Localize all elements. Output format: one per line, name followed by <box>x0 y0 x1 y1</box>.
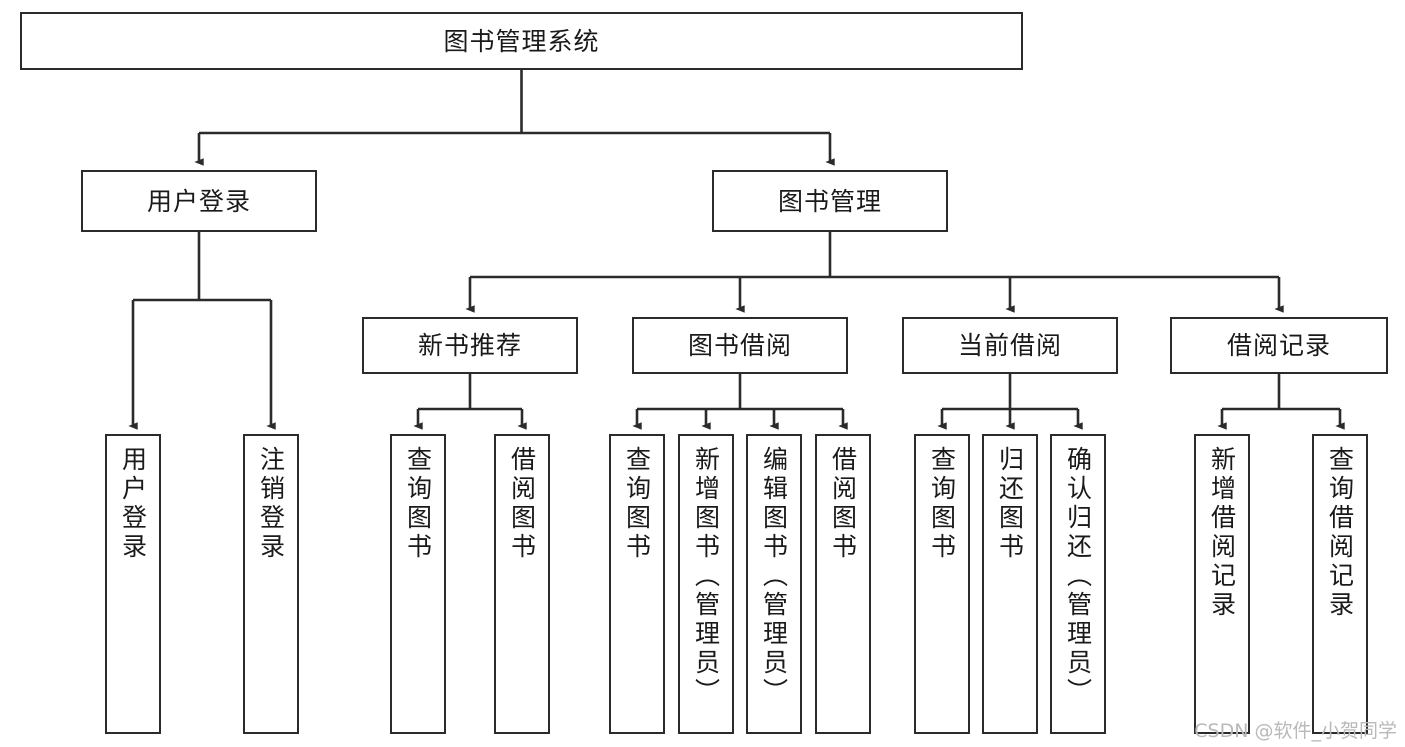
leaf-add-book-admin[interactable]: 新增图书（管理员） <box>678 434 734 734</box>
csdn-watermark: CSDN @软件_小贺同学 <box>1194 720 1397 742</box>
leaf-user-login[interactable]: 用户登录 <box>105 434 161 734</box>
node-label: 借阅记录 <box>1226 331 1331 360</box>
leaf-borrow-book-recommend[interactable]: 借阅图书 <box>494 434 550 734</box>
node-label: 借阅图书 <box>828 446 858 562</box>
node-label: 查询图书 <box>403 446 433 562</box>
leaf-logout[interactable]: 注销登录 <box>243 434 299 734</box>
leaf-query-borrow-record[interactable]: 查询借阅记录 <box>1312 434 1368 734</box>
node-label: 新书推荐 <box>417 331 522 360</box>
node-label: 查询图书 <box>927 446 957 562</box>
node-book-management[interactable]: 图书管理 <box>712 170 948 232</box>
node-book-borrow[interactable]: 图书借阅 <box>632 317 848 374</box>
node-label: 图书管理系统 <box>443 26 600 56</box>
node-label: 查询图书 <box>622 446 652 562</box>
node-label: 当前借阅 <box>957 331 1062 360</box>
leaf-confirm-return-admin[interactable]: 确认归还（管理员） <box>1050 434 1106 734</box>
node-root-book-management-system[interactable]: 图书管理系统 <box>20 12 1023 70</box>
leaf-edit-book-admin[interactable]: 编辑图书（管理员） <box>746 434 802 734</box>
node-label: 图书管理 <box>777 186 882 216</box>
node-label: 编辑图书（管理员） <box>759 446 789 707</box>
node-borrow-record[interactable]: 借阅记录 <box>1170 317 1388 374</box>
node-label: 用户登录 <box>118 446 148 562</box>
node-label: 注销登录 <box>256 446 286 562</box>
leaf-return-book[interactable]: 归还图书 <box>982 434 1038 734</box>
node-label: 借阅图书 <box>507 446 537 562</box>
leaf-borrow-book[interactable]: 借阅图书 <box>815 434 871 734</box>
node-new-book-recommend[interactable]: 新书推荐 <box>362 317 578 374</box>
node-current-borrow[interactable]: 当前借阅 <box>902 317 1118 374</box>
node-label: 新增借阅记录 <box>1207 446 1237 620</box>
node-label: 确认归还（管理员） <box>1063 446 1093 707</box>
node-label: 新增图书（管理员） <box>691 446 721 707</box>
leaf-add-borrow-record[interactable]: 新增借阅记录 <box>1194 434 1250 734</box>
node-label: 用户登录 <box>146 186 251 216</box>
node-label: 归还图书 <box>995 446 1025 562</box>
leaf-query-book-borrow[interactable]: 查询图书 <box>609 434 665 734</box>
node-label: 图书借阅 <box>687 331 792 360</box>
leaf-query-book-current[interactable]: 查询图书 <box>914 434 970 734</box>
node-label: 查询借阅记录 <box>1325 446 1355 620</box>
node-user-login[interactable]: 用户登录 <box>81 170 317 232</box>
leaf-query-book-recommend[interactable]: 查询图书 <box>390 434 446 734</box>
